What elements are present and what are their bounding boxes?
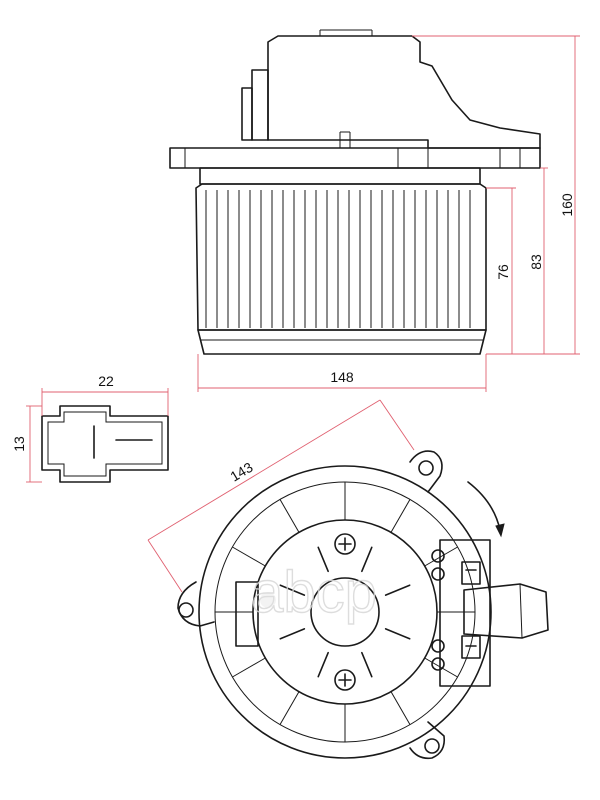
- hub-slot-line: [317, 546, 329, 573]
- rib-line: [232, 546, 266, 567]
- rotation-arrow-icon: [467, 481, 501, 531]
- dimension-flange-span: 143: [227, 459, 255, 485]
- hub-slots: [279, 546, 411, 678]
- rib-line: [424, 657, 458, 678]
- bottom-view: [177, 450, 549, 760]
- dimension-height-motor: 83: [528, 254, 544, 270]
- rib-line: [279, 499, 300, 533]
- dimension-height-fan: 76: [495, 264, 511, 280]
- dimension-height-total: 160: [559, 193, 575, 217]
- dimension-width-fan: 148: [330, 369, 354, 385]
- radial-ribs: [215, 482, 475, 742]
- watermark-logo: abcp: [250, 559, 377, 625]
- dimension-connector-height: 13: [11, 436, 27, 452]
- rib-line: [232, 657, 266, 678]
- hub-slot-line: [317, 651, 329, 678]
- side-view: [169, 29, 541, 355]
- rib-line: [424, 546, 458, 567]
- hub-slot-line: [279, 584, 306, 596]
- rib-line: [390, 499, 411, 533]
- watermark-text: abcp: [251, 560, 377, 625]
- rib-line: [279, 691, 300, 725]
- hub-slot-line: [384, 584, 411, 596]
- hub-slot-line: [384, 628, 411, 640]
- side-dimensions: 160 83 76 148: [197, 35, 580, 392]
- dimension-connector-width: 22: [98, 373, 114, 389]
- hub-slot-line: [279, 628, 306, 640]
- fan-blades: [205, 190, 471, 328]
- rib-line: [390, 691, 411, 725]
- hub-slot-line: [361, 651, 373, 678]
- hub-slot-line: [361, 546, 373, 573]
- screw-top-icon: [334, 533, 356, 555]
- screw-bottom-icon: [334, 669, 356, 691]
- connector-view: 22 13: [11, 373, 169, 483]
